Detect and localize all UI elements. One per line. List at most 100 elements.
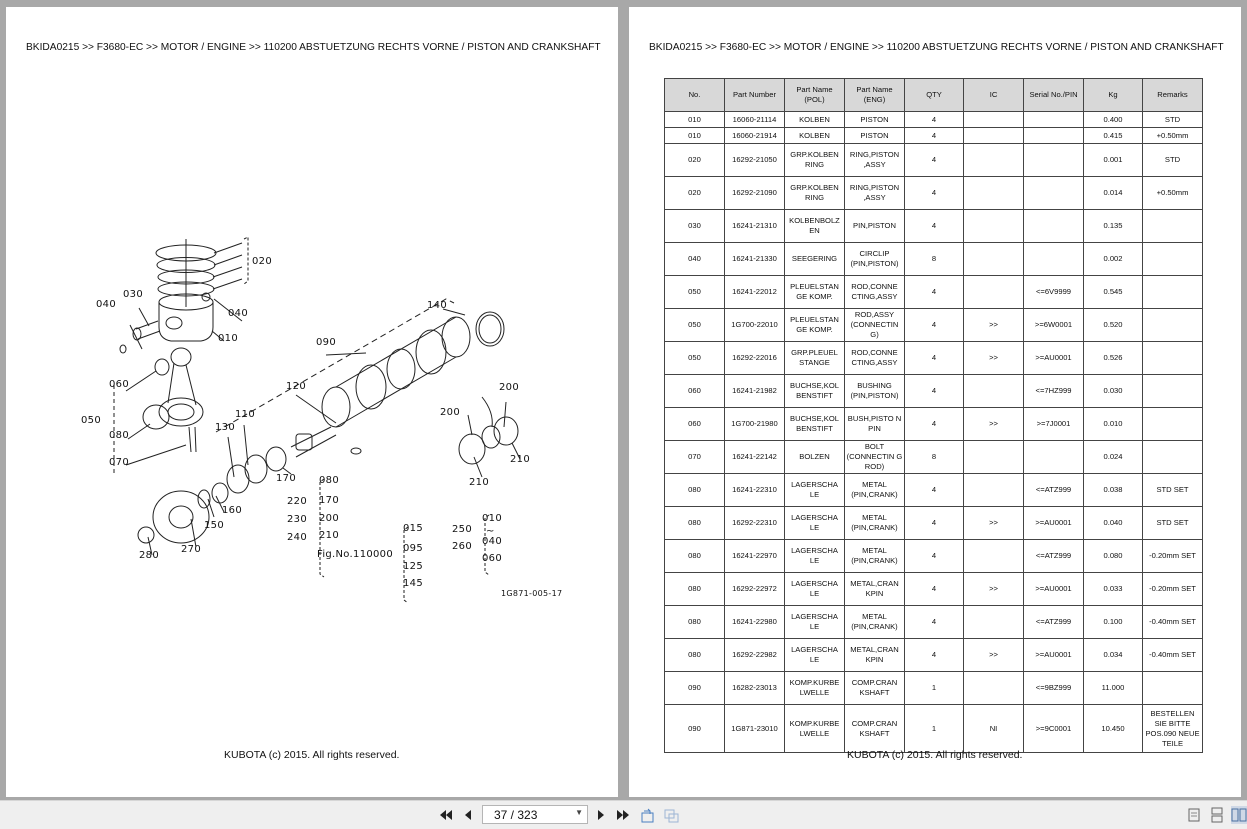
exploded-parts-diagram: 020 030 040 040 010 090 140 120 060 050 …	[6, 7, 618, 797]
breadcrumb: BKIDA0215 >> F3680-EC >> MOTOR / ENGINE …	[649, 42, 1224, 53]
cell-ic: >>	[963, 308, 1024, 342]
callout-110: 110	[235, 409, 255, 420]
page-indicator: 37 / 323	[494, 808, 538, 822]
group1-right-4: 210	[319, 530, 339, 541]
cell-part-number: 16292-22016	[724, 341, 785, 375]
group2-3: 125	[403, 561, 423, 572]
col-serial: Serial No./PIN	[1023, 78, 1084, 112]
cell-qty: 4	[904, 605, 964, 639]
cell-qty: 4	[904, 506, 964, 540]
cell-no: 050	[664, 308, 725, 342]
cell-remarks: +0.50mm	[1142, 176, 1203, 210]
viewer-toolbar: 37 / 323 ▼	[0, 800, 1247, 829]
first-page-icon	[440, 810, 452, 820]
callout-090: 090	[316, 337, 336, 348]
continuous-view-button[interactable]	[1209, 806, 1225, 824]
cell-part-number: 16292-21090	[724, 176, 785, 210]
group1-left-1: 220	[287, 496, 307, 507]
cell-remarks	[1142, 242, 1203, 276]
cell-serial	[1023, 176, 1084, 210]
page-number-select[interactable]: 37 / 323 ▼	[482, 805, 588, 824]
cell-qty: 4	[904, 275, 964, 309]
cell-part-name-eng: ROD,ASSY (CONNECTIN G)	[844, 308, 905, 342]
cell-serial: >=AU0001	[1023, 572, 1084, 606]
cell-part-number: 16241-22310	[724, 473, 785, 507]
callout-020: 020	[252, 256, 272, 267]
cell-qty: 8	[904, 440, 964, 474]
parts-table: No. Part Number Part Name (POL) Part Nam…	[664, 78, 1203, 753]
cell-no: 080	[664, 605, 725, 639]
group2-2: 095	[403, 543, 423, 554]
group3-right-3: 040	[482, 536, 502, 547]
cell-part-number: 16060-21114	[724, 111, 785, 128]
cell-part-name-eng: RING,PISTON ,ASSY	[844, 143, 905, 177]
cell-remarks	[1142, 407, 1203, 441]
continuous-page-icon	[1211, 807, 1223, 823]
cell-kg: 0.135	[1083, 209, 1143, 243]
cell-ic	[963, 176, 1024, 210]
fit-page-icon	[664, 809, 679, 823]
cell-qty: 4	[904, 638, 964, 672]
cell-ic: >>	[963, 572, 1024, 606]
cell-part-number: 16241-21310	[724, 209, 785, 243]
cell-ic	[963, 473, 1024, 507]
cell-part-name-pol: KOLBENBOLZ EN	[784, 209, 845, 243]
cell-kg: 0.038	[1083, 473, 1143, 507]
cell-remarks: -0.20mm SET	[1142, 572, 1203, 606]
figure-code: 1G871-005-17	[501, 589, 563, 598]
cell-kg: 0.080	[1083, 539, 1143, 573]
cell-part-number: 16241-22142	[724, 440, 785, 474]
cell-no: 010	[664, 111, 725, 128]
group3-right-4: 060	[482, 553, 502, 564]
cell-kg: 0.002	[1083, 242, 1143, 276]
cell-part-name-pol: LAGERSCHA LE	[784, 473, 845, 507]
callout-210-right: 210	[510, 454, 530, 465]
col-remarks: Remarks	[1142, 78, 1203, 112]
cell-serial: >=AU0001	[1023, 341, 1084, 375]
rotate-view-button[interactable]	[640, 807, 656, 823]
document-viewport[interactable]: BKIDA0215 >> F3680-EC >> MOTOR / ENGINE …	[0, 0, 1247, 800]
previous-page-button[interactable]	[460, 807, 476, 823]
cell-no: 020	[664, 176, 725, 210]
cell-kg: 0.030	[1083, 374, 1143, 408]
cell-serial: >=6W0001	[1023, 308, 1084, 342]
col-kg: Kg	[1083, 78, 1143, 112]
cell-no: 010	[664, 127, 725, 144]
cell-kg: 0.526	[1083, 341, 1143, 375]
last-page-button[interactable]	[615, 807, 631, 823]
callout-130: 130	[215, 422, 235, 433]
cell-qty: 8	[904, 242, 964, 276]
next-page-button[interactable]	[593, 807, 609, 823]
cell-part-name-eng: PISTON	[844, 127, 905, 144]
cell-part-number: 16292-22982	[724, 638, 785, 672]
col-no: No.	[664, 78, 725, 112]
cell-remarks	[1142, 440, 1203, 474]
cell-no: 030	[664, 209, 725, 243]
cell-part-name-pol: BUCHSE,KOL BENSTIFT	[784, 374, 845, 408]
fit-page-button[interactable]	[663, 807, 679, 823]
cell-ic	[963, 209, 1024, 243]
first-page-button[interactable]	[438, 807, 454, 823]
cell-part-name-pol: BOLZEN	[784, 440, 845, 474]
cell-part-name-pol: LAGERSCHA LE	[784, 506, 845, 540]
cell-ic	[963, 127, 1024, 144]
cell-remarks: STD	[1142, 143, 1203, 177]
cell-serial	[1023, 127, 1084, 144]
cell-part-number: 16060-21914	[724, 127, 785, 144]
cell-no: 080	[664, 506, 725, 540]
cell-serial: <=ATZ999	[1023, 605, 1084, 639]
single-page-view-button[interactable]	[1186, 806, 1202, 824]
cell-remarks	[1142, 209, 1203, 243]
callout-080: 080	[109, 430, 129, 441]
two-page-view-button[interactable]	[1231, 806, 1247, 824]
callout-200-left: 200	[440, 407, 460, 418]
